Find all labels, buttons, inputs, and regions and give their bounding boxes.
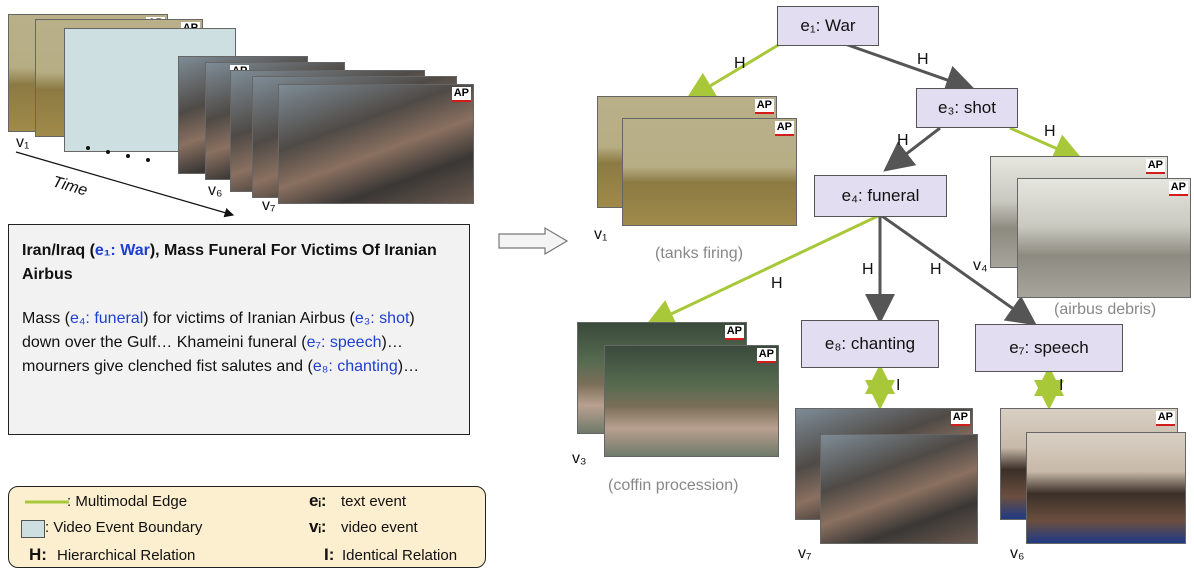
video-thumb-v1-front: AP	[622, 118, 797, 226]
event-ref-e4: e₄: funeral	[70, 310, 144, 327]
video-label-v1: v₁	[594, 226, 608, 243]
article-body: Mass (e₄: funeral) for victims of Irania…	[22, 310, 420, 375]
article-title: Iran/Iraq (e₁: War), Mass Funeral For Vi…	[22, 242, 437, 283]
caption-tanks-firing: (tanks firing)	[655, 245, 744, 262]
edge-label-h: H	[862, 261, 874, 278]
legend-h-key: H:	[29, 545, 47, 564]
legend-e-text: text event	[341, 493, 407, 510]
video-label-v4: v₄	[973, 257, 988, 274]
event-node-e1: e₁: War	[777, 6, 879, 46]
article-text-box: Iran/Iraq (e₁: War), Mass Funeral For Vi…	[8, 224, 470, 435]
ap-logo: AP	[724, 325, 744, 340]
ap-logo: AP	[1145, 159, 1165, 174]
video-thumb-v7-front	[820, 434, 978, 544]
legend-v-text: video event	[341, 519, 418, 536]
event-node-e4: e₄: funeral	[814, 175, 947, 217]
video-frame-v7: AP	[278, 84, 474, 204]
event-node-e8: e₈: chanting	[801, 320, 939, 368]
multimodal-edge-swatch	[25, 500, 69, 504]
edge-label-h: H	[930, 261, 942, 278]
event-ref-e7: e₇: speech	[306, 334, 382, 351]
edge-label-h: H	[771, 275, 783, 292]
video-label-v6: v₆	[208, 182, 223, 199]
time-axis	[15, 146, 235, 218]
video-label-v6: v₆	[1010, 545, 1025, 562]
legend: : Multimodal Edge : Video Event Boundary…	[8, 486, 486, 568]
legend-multimodal-edge: : Multimodal Edge	[67, 493, 188, 510]
event-ref-e8: e₈: chanting	[312, 358, 398, 375]
video-boundary-swatch	[21, 520, 45, 538]
video-label-v7: v₇	[262, 197, 276, 214]
event-ref-e3: e₃: shot	[354, 310, 410, 327]
transform-arrow-icon	[498, 226, 569, 256]
ap-logo: AP	[950, 411, 970, 426]
legend-i-key: I:	[324, 545, 335, 564]
ap-logo: AP	[756, 348, 776, 363]
ap-logo: AP	[1155, 411, 1175, 426]
video-label-v1: v₁	[16, 134, 30, 151]
event-node-e3: e₃: shot	[916, 88, 1018, 128]
edge-label-i: I	[896, 377, 901, 394]
event-ref-e1: e₁: War	[94, 242, 150, 259]
ap-logo: AP	[1168, 181, 1188, 196]
edge-label-h: H	[917, 51, 929, 68]
event-node-e7: e₇: speech	[975, 324, 1123, 372]
legend-v-key: vᵢ:	[309, 517, 327, 536]
edge-label-i: I	[1059, 377, 1064, 394]
ap-logo: AP	[774, 121, 794, 136]
ap-logo: AP	[754, 99, 774, 114]
video-thumb-v6-front	[1026, 432, 1186, 544]
video-label-v7: v₇	[798, 545, 812, 562]
video-label-v3: v₃	[572, 450, 587, 467]
ap-logo: AP	[451, 87, 471, 102]
legend-e-key: eᵢ:	[309, 491, 327, 510]
edge-label-h: H	[1044, 123, 1056, 140]
video-thumb-v3-front: AP	[604, 345, 779, 457]
legend-video-boundary: : Video Event Boundary	[45, 519, 203, 536]
edge-label-h: H	[734, 55, 746, 72]
video-thumb-v4-front: AP	[1017, 178, 1191, 298]
edge-label-h: H	[897, 132, 909, 149]
caption-airbus-debris: (airbus debris)	[1054, 301, 1157, 318]
caption-coffin-procession: (coffin procession)	[608, 477, 739, 494]
legend-h-text: Hierarchical Relation	[57, 547, 196, 564]
legend-i-text: Identical Relation	[342, 547, 458, 564]
